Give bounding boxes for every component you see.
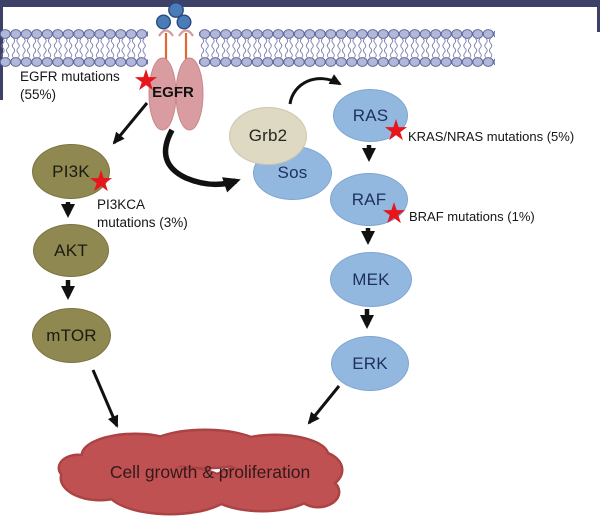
mutation-star-icon: ★ bbox=[88, 166, 114, 198]
mutation-star-icon: ★ bbox=[133, 65, 159, 97]
node-raf-label: RAF bbox=[351, 189, 387, 209]
membrane-left-segment bbox=[0, 29, 148, 67]
pi3kca-mutation-line2: mutations (3%) bbox=[97, 214, 188, 230]
outcome-label: Cell growth & proliferation bbox=[109, 462, 311, 482]
arrow-egfr-to-pi3k bbox=[112, 102, 149, 145]
mutation-star-icon: ★ bbox=[381, 198, 407, 230]
mutation-star-icon: ★ bbox=[383, 115, 409, 147]
node-mek-label: MEK bbox=[352, 269, 390, 289]
pathway-arrows bbox=[61, 74, 376, 428]
membrane-right-segment bbox=[199, 29, 495, 67]
node-grb2-label: Grb2 bbox=[248, 126, 288, 145]
egfr-mutation-annotation: EGFR mutations (55%) bbox=[20, 68, 120, 103]
pi3kca-mutation-line1: PI3KCA bbox=[97, 197, 146, 212]
arrow-mtor-to-outcome bbox=[91, 369, 119, 428]
arrow-grb2-to-ras bbox=[288, 74, 342, 105]
egfr-body-right bbox=[175, 57, 204, 131]
outcome-cloud bbox=[57, 428, 344, 516]
node-pi3k-label: PI3K bbox=[52, 161, 90, 181]
node-ras-label: RAS bbox=[352, 105, 389, 125]
node-erk-label: ERK bbox=[352, 353, 388, 373]
top-border-bar bbox=[0, 0, 600, 7]
pi3kca-mutation-annotation: PI3KCA mutations (3%) bbox=[97, 196, 188, 231]
node-akt: AKT bbox=[33, 224, 109, 277]
node-ras: RAS bbox=[333, 89, 408, 142]
arrow-egfr-to-sos bbox=[162, 128, 241, 193]
node-mtor: mTOR bbox=[32, 308, 111, 363]
node-grb2: Grb2 bbox=[229, 107, 307, 165]
egfr-receptor-label: EGFR bbox=[152, 84, 194, 101]
braf-mutation-annotation: BRAF mutations (1%) bbox=[409, 209, 535, 224]
node-mek: MEK bbox=[330, 252, 412, 307]
node-erk: ERK bbox=[331, 336, 409, 391]
node-raf: RAF bbox=[330, 173, 408, 226]
egfr-mutation-line1: EGFR mutations bbox=[20, 69, 120, 84]
kras-nras-mutation-annotation: KRAS/NRAS mutations (5%) bbox=[408, 129, 575, 144]
receptor-arm-right bbox=[178, 29, 194, 37]
node-akt-label: AKT bbox=[54, 240, 88, 260]
receptor-arm-left bbox=[158, 29, 174, 37]
right-border-strip bbox=[597, 0, 600, 32]
egf-ligand-icon bbox=[168, 2, 184, 18]
egfr-mutation-line2: (55%) bbox=[20, 86, 57, 102]
node-pi3k: PI3K bbox=[32, 144, 110, 199]
egfr-receptor bbox=[148, 2, 204, 131]
egf-ligand-icon bbox=[176, 14, 192, 30]
cloud-fill bbox=[60, 431, 341, 513]
node-mtor-label: mTOR bbox=[46, 325, 97, 345]
cell-membrane bbox=[0, 29, 495, 67]
arrow-erk-to-outcome bbox=[307, 385, 341, 425]
egf-ligand-icon bbox=[155, 14, 171, 30]
node-sos-label: Sos bbox=[277, 163, 308, 182]
